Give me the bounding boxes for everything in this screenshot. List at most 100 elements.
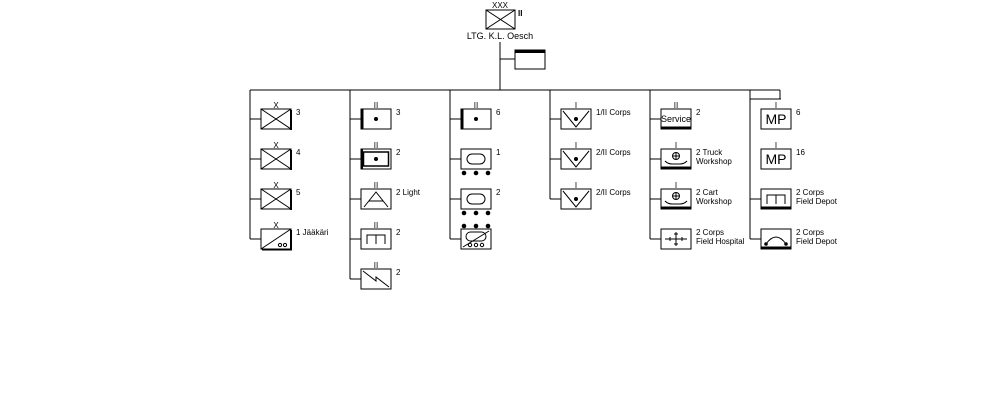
unit-label: 2/II Corps <box>596 148 631 157</box>
column-connectors <box>249 90 781 280</box>
unit-label: 1 <box>496 148 501 157</box>
svg-text:II: II <box>374 221 378 230</box>
unit-label: 2 Light <box>396 188 421 197</box>
svg-text:II: II <box>474 101 478 110</box>
unit-label: 2/II Corps <box>596 188 631 197</box>
unit-label: 2 <box>496 188 501 197</box>
unit-label: 2 <box>396 148 401 157</box>
medical-company-3: I 2/II Corps <box>560 181 631 210</box>
signal-battalion: II 2 <box>360 261 401 290</box>
svg-text:I: I <box>775 141 777 150</box>
artillery-icon <box>360 108 392 130</box>
svg-text:II: II <box>374 261 378 270</box>
field-hospital: 2 Corps Field Hospital <box>660 228 745 250</box>
unit-label: 2 Corps <box>796 228 824 237</box>
unit-label: 16 <box>796 148 805 157</box>
svg-text:II: II <box>374 181 378 190</box>
unit-label-line2: Workshop <box>696 157 732 166</box>
unit-label: 2 <box>396 228 401 237</box>
mp-text: MP <box>766 111 787 127</box>
field-depot-supply: 2 Corps Field Depot <box>760 188 838 210</box>
military-police-6: I MP 6 <box>760 101 801 130</box>
unit-label: 5 <box>296 188 301 197</box>
svg-text:X: X <box>273 141 279 150</box>
armored-cavalry-unit <box>460 223 492 250</box>
infantry-brigade-icon <box>260 188 292 210</box>
unit-label: 2 Truck <box>696 148 723 157</box>
artillery-battalion-3: II 3 <box>360 101 401 130</box>
svg-text:I: I <box>675 181 677 190</box>
medical-company-1: I 1/II Corps <box>560 101 631 130</box>
anti-aircraft-icon <box>360 188 392 210</box>
military-police-icon: MP <box>760 148 792 170</box>
service-text: Service <box>661 114 691 124</box>
svg-text:X: X <box>273 221 279 230</box>
field-artillery-battalion-2: II 2 <box>360 141 401 170</box>
supply-depot-icon <box>760 188 792 210</box>
svg-text:II: II <box>374 141 378 150</box>
armor-unit-1: 1 <box>460 148 501 176</box>
heavy-artillery-icon <box>460 108 492 130</box>
military-police-16: I MP 16 <box>760 141 805 170</box>
medical-company-2: I 2/II Corps <box>560 141 631 170</box>
quartermaster-icon <box>760 228 792 250</box>
unit-label: 2 Corps <box>696 228 724 237</box>
hospital-icon <box>660 228 692 250</box>
service-icon: Service <box>660 108 692 130</box>
armored-cavalry-icon <box>460 223 492 250</box>
unit-label-line2: Field Depot <box>796 197 838 206</box>
svg-text:I: I <box>675 141 677 150</box>
engineer-battalion: II 2 <box>360 221 401 250</box>
svg-text:X: X <box>273 101 279 110</box>
unit-label: 2 Corps <box>796 188 824 197</box>
heavy-artillery-battalion-6: II 6 <box>460 101 501 130</box>
field-artillery-icon <box>360 148 392 170</box>
infantry-brigade-icon <box>260 108 292 130</box>
unit-label: 3 <box>396 108 401 117</box>
unit-label-line2: Field Hospital <box>696 237 745 246</box>
hq-echelon: XXX <box>492 1 509 10</box>
cart-workshop: I 2 Cart Workshop <box>660 181 732 210</box>
jaeger-brigade: X 1 Jääkäri <box>260 221 329 251</box>
maintenance-icon <box>660 148 692 170</box>
signal-icon <box>360 268 392 290</box>
hq-staff-box <box>514 49 546 70</box>
infantry-brigade-5: X 5 <box>260 181 301 210</box>
armor-unit-2: 2 <box>460 188 501 216</box>
unit-label: 6 <box>796 108 801 117</box>
unit-label: 2 <box>396 268 401 277</box>
infantry-brigade-4: X 4 <box>260 141 301 170</box>
svg-text:I: I <box>575 181 577 190</box>
svg-text:I: I <box>775 101 777 110</box>
infantry-brigade-icon <box>260 148 292 170</box>
unit-label-line2: Field Depot <box>796 237 838 246</box>
medical-icon <box>560 108 592 130</box>
unit-label: 6 <box>496 108 501 117</box>
hq-connectors <box>250 42 780 91</box>
svg-text:II: II <box>374 101 378 110</box>
maintenance-icon <box>660 188 692 210</box>
corps-hq-symbol: XXX II LTG. K.L. Oesch <box>467 1 533 41</box>
unit-label: 2 Cart <box>696 188 719 197</box>
unit-label: 2 <box>696 108 701 117</box>
svg-text:I: I <box>575 141 577 150</box>
jaeger-brigade-icon <box>260 228 292 251</box>
medical-icon <box>560 188 592 210</box>
infantry-brigade-3: X 3 <box>260 101 301 130</box>
engineer-icon <box>360 228 392 250</box>
unit-label: 4 <box>296 148 301 157</box>
armor-icon <box>460 148 492 176</box>
truck-workshop: I 2 Truck Workshop <box>660 141 732 170</box>
service-battalion: II Service 2 <box>660 101 701 130</box>
svg-text:I: I <box>575 101 577 110</box>
hq-designation: II <box>518 9 522 18</box>
military-police-icon: MP <box>760 108 792 130</box>
field-depot-quartermaster: 2 Corps Field Depot <box>760 228 838 250</box>
unit-label: 3 <box>296 108 301 117</box>
unit-label-line2: Workshop <box>696 197 732 206</box>
hq-commander: LTG. K.L. Oesch <box>467 31 533 41</box>
unit-label: 1 Jääkäri <box>296 228 329 237</box>
armor-icon <box>460 188 492 216</box>
mp-text: MP <box>766 151 787 167</box>
